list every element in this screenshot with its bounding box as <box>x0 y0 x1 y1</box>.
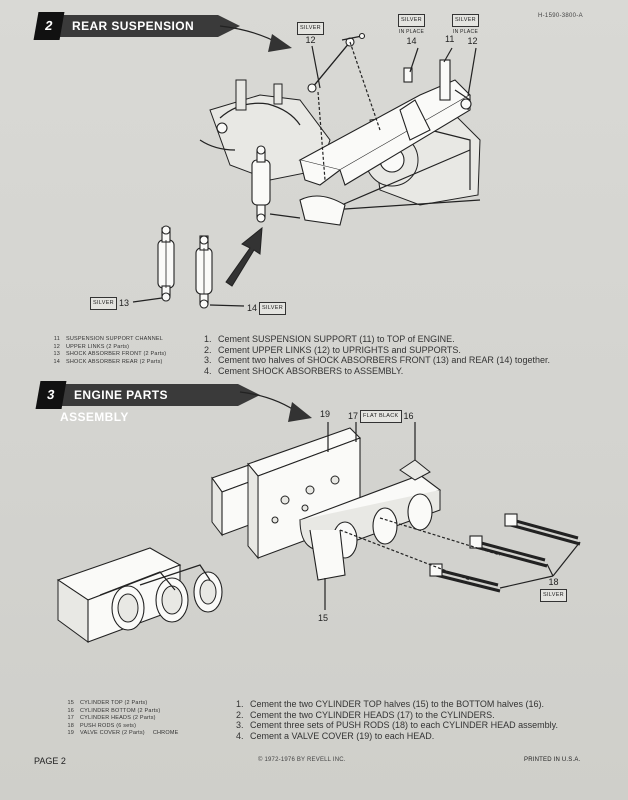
callout-14: 14 SILVER <box>247 302 286 315</box>
step-row: 4.Cement SHOCK ABSORBERS to ASSEMBLY. <box>204 365 404 376</box>
color-note: CHROME <box>152 730 179 736</box>
step-row: 4.Cement a VALVE COVER (19) to each HEAD… <box>236 730 435 741</box>
callout-18: 18 SILVER <box>540 578 567 603</box>
step-row: 2.Cement UPPER LINKS (12) to UPRIGHTS an… <box>204 344 461 355</box>
in-place-label: IN PLACE <box>398 29 425 35</box>
part-number: 18 <box>548 577 559 587</box>
callout-12-left: SILVER 12 <box>297 22 324 45</box>
step-row: 2.Cement the two CYLINDER HEADS (17) to … <box>236 709 495 720</box>
doc-code: H-1590-3800-A <box>538 13 583 19</box>
section-title: ENGINE PARTS ASSEMBLY <box>60 388 168 424</box>
part-number: 17 <box>348 411 359 421</box>
color-tag: SILVER <box>90 297 117 310</box>
part-number: 15 <box>318 613 329 623</box>
steps-engine: 1.Cement the two CYLINDER TOP halves (15… <box>236 699 558 741</box>
step-row: 1.Cement SUSPENSION SUPPORT (11) to TOP … <box>204 334 455 344</box>
part-number: 12 <box>305 35 316 45</box>
callout-19: 19 <box>320 410 330 419</box>
step-row: 1.Cement the two CYLINDER TOP halves (15… <box>236 699 544 709</box>
color-tag: SILVER <box>398 14 425 27</box>
section-banner-engine-parts: 3 ENGINE PARTS ASSEMBLY <box>35 381 260 424</box>
callout-12-in-place: SILVER IN PLACE 12 <box>452 14 479 46</box>
step-row: 3.Cement three sets of PUSH RODS (18) to… <box>236 720 558 730</box>
page-number: PAGE 2 <box>34 756 66 766</box>
part-number: 19 <box>320 409 331 419</box>
callout-14-in-place: SILVER IN PLACE 14 <box>398 14 425 46</box>
printed-in: PRINTED IN U.S.A. <box>524 757 581 763</box>
part-number-16: 16 <box>403 411 414 421</box>
in-place-label: IN PLACE <box>452 29 479 35</box>
callout-17-16: 17 FLAT BLACK 16 <box>348 410 414 423</box>
copyright: © 1972-1976 BY REVELL INC. <box>258 757 346 763</box>
engine-parts-illustration <box>56 391 581 643</box>
callout-15: 15 <box>318 614 328 623</box>
steps-rear-suspension: 1.Cement SUSPENSION SUPPORT (11) to TOP … <box>204 334 550 376</box>
color-tag: SILVER <box>452 14 479 27</box>
part-number: 14 <box>247 303 258 313</box>
rear-suspension-illustration <box>132 25 481 309</box>
section-title: REAR SUSPENSION <box>72 19 195 33</box>
color-tag: SILVER <box>540 589 567 602</box>
part-number: 12 <box>467 36 478 46</box>
part-number: 11 <box>445 34 455 44</box>
color-tag: SILVER <box>297 22 324 35</box>
callout-11: 11 <box>445 35 454 44</box>
section-banner-rear-suspension: 2 REAR SUSPENSION <box>33 12 240 40</box>
callout-13: SILVER 13 <box>90 297 129 310</box>
color-tag: FLAT BLACK <box>360 410 402 423</box>
part-number: 14 <box>406 36 417 46</box>
step-row: 3.Cement two halves of SHOCK ABSORBERS F… <box>204 355 550 365</box>
part-number: 13 <box>118 298 129 308</box>
color-tag: SILVER <box>259 302 286 315</box>
